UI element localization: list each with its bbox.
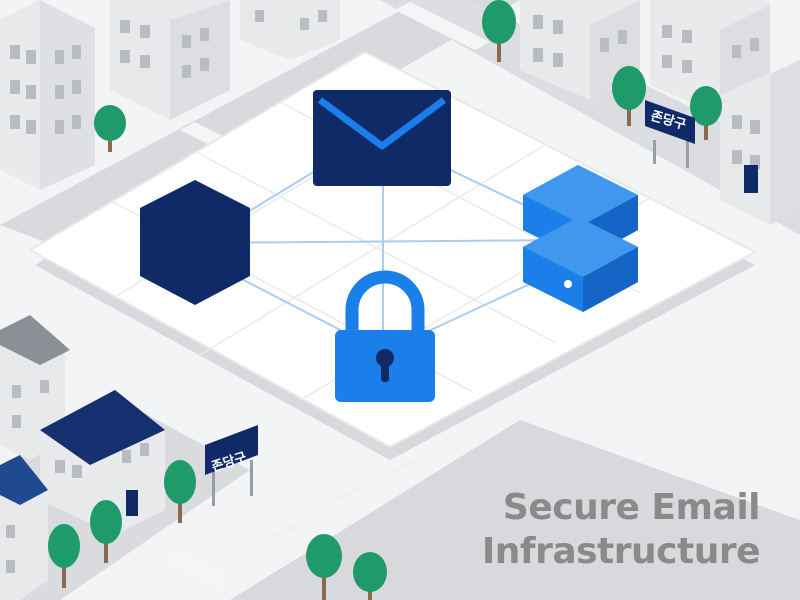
street-sign-right: 존당구 bbox=[645, 100, 695, 168]
buildings-top-right bbox=[520, 0, 800, 225]
trees bbox=[48, 0, 722, 600]
central-platform bbox=[29, 51, 756, 460]
headline: Secure Email Infrastructure bbox=[430, 486, 761, 574]
headline-line-1: Secure Email bbox=[502, 487, 761, 528]
headline-line-2: Infrastructure bbox=[481, 531, 761, 572]
tree bbox=[353, 552, 387, 600]
buildings-top-left bbox=[0, 0, 340, 190]
tree bbox=[94, 105, 126, 152]
padlock-icon bbox=[335, 270, 435, 402]
tree bbox=[690, 86, 722, 140]
envelope-icon bbox=[313, 90, 451, 186]
tree bbox=[90, 500, 122, 563]
tree bbox=[306, 534, 342, 600]
hexagon-icon bbox=[140, 180, 250, 305]
tree bbox=[164, 460, 196, 523]
buildings-bottom-left bbox=[0, 315, 165, 600]
server-icon bbox=[523, 165, 638, 312]
tree bbox=[612, 66, 646, 126]
tree bbox=[482, 0, 516, 62]
tree bbox=[48, 524, 80, 588]
